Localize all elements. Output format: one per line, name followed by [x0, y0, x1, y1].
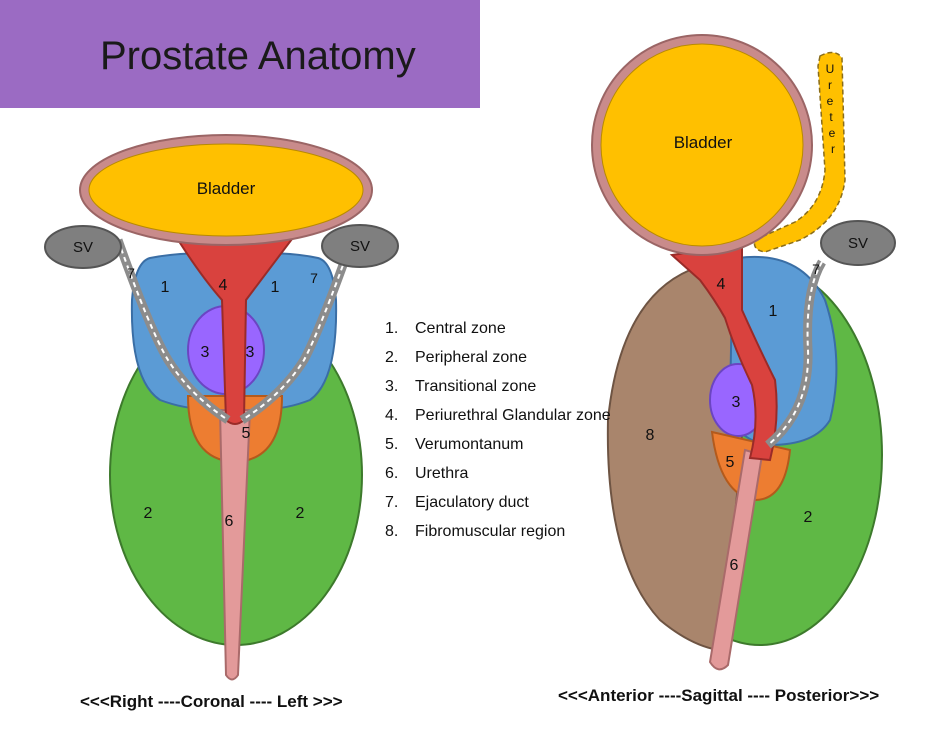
- coronal-zone6-label: 6: [225, 513, 234, 530]
- sagittal-ureter-letter-5: e: [829, 126, 836, 140]
- title-banner: [0, 0, 480, 108]
- sagittal-bladder: [600, 43, 804, 247]
- legend-item: 4. Periurethral Glandular zone: [385, 401, 625, 430]
- sagittal-ureter-letter-1: U: [826, 62, 835, 76]
- legend-number: 1.: [385, 320, 399, 337]
- coronal-sv-right-label: SV: [350, 238, 370, 255]
- coronal-zone2-left-label: 2: [144, 505, 153, 522]
- legend-item: 5. Verumontanum: [385, 430, 625, 459]
- legend-number: 8.: [385, 523, 399, 540]
- page-title: Prostate Anatomy: [100, 34, 416, 78]
- sagittal-seminal-vesicle: [820, 220, 896, 266]
- legend-item: 2. Peripheral zone: [385, 343, 625, 372]
- sagittal-ureter-letter-4: t: [829, 110, 833, 124]
- sagittal-urethra: [708, 448, 764, 671]
- sagittal-periurethral-zone: [669, 243, 778, 462]
- sagittal-zone1-label: 1: [769, 303, 778, 320]
- coronal-zone7-left-label: 7: [127, 265, 135, 281]
- coronal-seminal-vesicle-left: [44, 225, 122, 269]
- sagittal-ureter-letter-2: r: [828, 78, 832, 92]
- sagittal-zone6-label: 6: [730, 557, 739, 574]
- zone-legend: 1. Central zone 2. Peripheral zone 3. Trans…: [385, 314, 625, 546]
- sagittal-zone3-label: 3: [732, 394, 741, 411]
- legend-text: Fibromuscular region: [415, 523, 566, 540]
- coronal-zone1-right-label: 1: [271, 279, 280, 296]
- coronal-zone3-right-label: 3: [246, 344, 255, 361]
- sagittal-zone7-label: 7: [812, 261, 820, 277]
- sagittal-ureter-letter-6: r: [831, 142, 835, 156]
- coronal-zone7-right-label: 7: [310, 270, 318, 286]
- sagittal-ureter-letter-3: e: [827, 94, 834, 108]
- legend-text: Periurethral Glandular zone: [415, 407, 611, 424]
- legend-number: 7.: [385, 494, 399, 511]
- coronal-zone3-left-label: 3: [201, 344, 210, 361]
- coronal-sv-left-label: SV: [73, 239, 93, 256]
- coronal-periurethral-zone: [173, 234, 298, 425]
- sagittal-zone2-label: 2: [804, 509, 813, 526]
- legend-text: Central zone: [415, 320, 506, 337]
- sagittal-zone4-label: 4: [717, 276, 726, 293]
- sagittal-zone5-label: 5: [726, 454, 735, 471]
- coronal-zone1-left-label: 1: [161, 279, 170, 296]
- legend-item: 6. Urethra: [385, 459, 625, 488]
- sagittal-zone8-label: 8: [646, 427, 655, 444]
- sagittal-bladder-label: Bladder: [674, 133, 733, 152]
- coronal-bladder: [88, 143, 364, 237]
- legend-number: 3.: [385, 378, 399, 395]
- legend-text: Urethra: [415, 465, 469, 482]
- sagittal-caption: <<<Anterior ----Sagittal ---- Posterior>…: [558, 686, 880, 705]
- legend-text: Ejaculatory duct: [415, 494, 529, 511]
- coronal-seminal-vesicle-right: [321, 224, 399, 268]
- coronal-urethra: [218, 409, 252, 681]
- sagittal-sv-label: SV: [848, 235, 868, 252]
- coronal-bladder-label: Bladder: [197, 179, 256, 198]
- legend-number: 2.: [385, 349, 399, 366]
- legend-text: Transitional zone: [415, 378, 537, 395]
- legend-number: 6.: [385, 465, 399, 482]
- coronal-zone2-right-label: 2: [296, 505, 305, 522]
- coronal-caption: <<<Right ----Coronal ---- Left >>>: [80, 692, 343, 711]
- coronal-zone5-label: 5: [242, 425, 251, 442]
- sagittal-ureter: [753, 51, 846, 253]
- legend-number: 4.: [385, 407, 399, 424]
- legend-number: 5.: [385, 436, 399, 453]
- legend-item: 3. Transitional zone: [385, 372, 625, 401]
- coronal-zone4-label: 4: [219, 277, 228, 294]
- coronal-view: Bladder SV SV 1 1 4 3 3 5 2 2 6 7 7: [44, 134, 399, 681]
- legend-text: Peripheral zone: [415, 349, 528, 366]
- legend-text: Verumontanum: [415, 436, 524, 453]
- legend-item: 8. Fibromuscular region: [385, 517, 625, 546]
- sagittal-view: Bladder U r e t e r SV 4 1 7 3 8 5 2 6: [591, 34, 896, 671]
- legend-item: 1. Central zone: [385, 314, 625, 343]
- legend-item: 7. Ejaculatory duct: [385, 488, 625, 517]
